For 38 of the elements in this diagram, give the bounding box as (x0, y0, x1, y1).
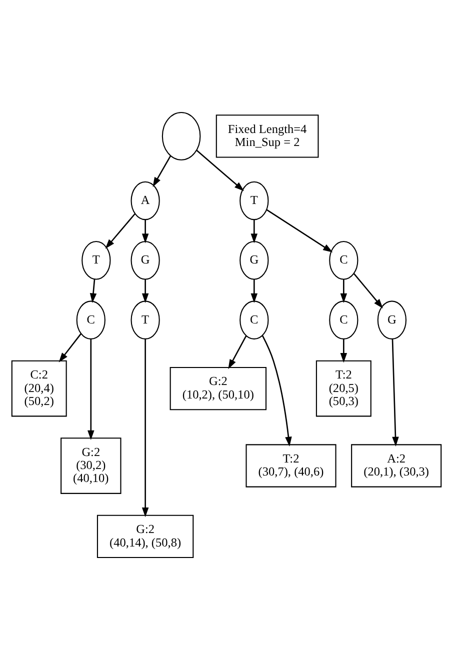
node-box: G:2 (30,2) (40,10) (60, 437, 122, 494)
node-ellipse: T (240, 180, 269, 220)
node-ellipse: C (240, 300, 269, 339)
node-box: G:2 (40,14), (50,8) (96, 514, 194, 558)
arrow (353, 272, 383, 308)
arrow (142, 219, 149, 243)
node-box: Fixed Length=4 Min_Sup = 2 (216, 114, 319, 158)
node-ellipse: G (240, 240, 269, 280)
node-box: A:2 (20,1), (30,3) (351, 444, 442, 487)
arrow (142, 338, 149, 517)
node-ellipse: T (130, 300, 160, 339)
arrow (262, 334, 292, 446)
arrow (196, 149, 244, 191)
node-ellipse: C (329, 300, 358, 339)
node-box: G:2 (10,2), (50,10) (170, 366, 267, 410)
arrow (152, 155, 172, 186)
node-circle (162, 111, 201, 160)
node-ellipse: C (329, 240, 358, 280)
arrow (105, 212, 136, 248)
node-ellipse: A (130, 180, 160, 220)
arrow (250, 278, 258, 302)
node-ellipse: T (82, 240, 111, 280)
arrow (228, 334, 247, 369)
arrow (90, 278, 97, 302)
arrow (142, 278, 149, 302)
node-box: T:2 (30,7), (40,6) (246, 444, 336, 487)
arrow (266, 208, 333, 252)
node-ellipse: G (130, 240, 160, 280)
arrow (88, 338, 94, 440)
arrow (392, 338, 399, 446)
node-box: T:2 (20,5) (50,3) (316, 360, 372, 416)
node-box: C:2 (20,4) (50,2) (11, 360, 67, 416)
arrow (340, 278, 348, 302)
arrow (58, 332, 82, 362)
arrow (250, 219, 258, 243)
node-ellipse: C (76, 300, 106, 339)
node-ellipse: G (377, 300, 407, 339)
arrow (340, 338, 348, 362)
